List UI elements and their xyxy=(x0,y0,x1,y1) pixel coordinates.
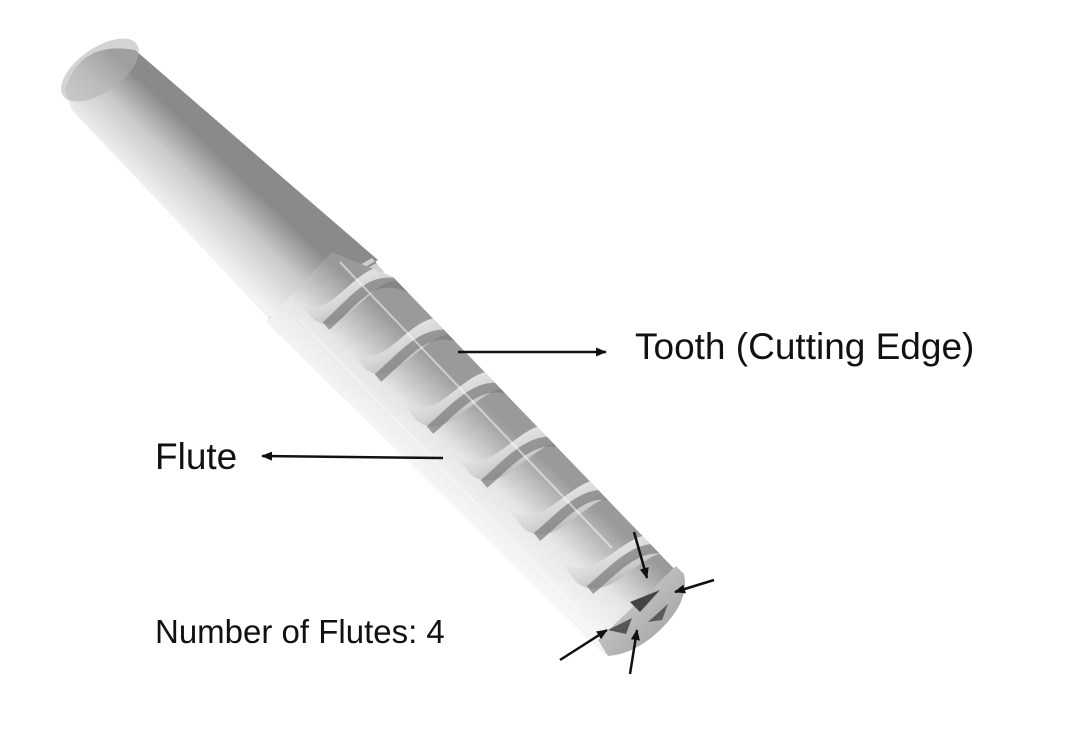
cutting-end-face xyxy=(598,566,686,656)
tip-arrow-right xyxy=(674,578,715,594)
flute-arrow xyxy=(261,451,444,461)
tooth-label: Tooth (Cutting Edge) xyxy=(635,326,975,367)
shank xyxy=(61,38,378,322)
tip-arrow-left xyxy=(559,628,608,662)
flute-count-label: Number of Flutes: 4 xyxy=(155,613,445,650)
annotation-arrows xyxy=(261,347,715,675)
flute-label: Flute xyxy=(155,436,238,477)
tip-arrow-bottom xyxy=(628,629,640,675)
tip-arrow-top xyxy=(632,531,649,579)
fluted-body xyxy=(266,252,683,655)
